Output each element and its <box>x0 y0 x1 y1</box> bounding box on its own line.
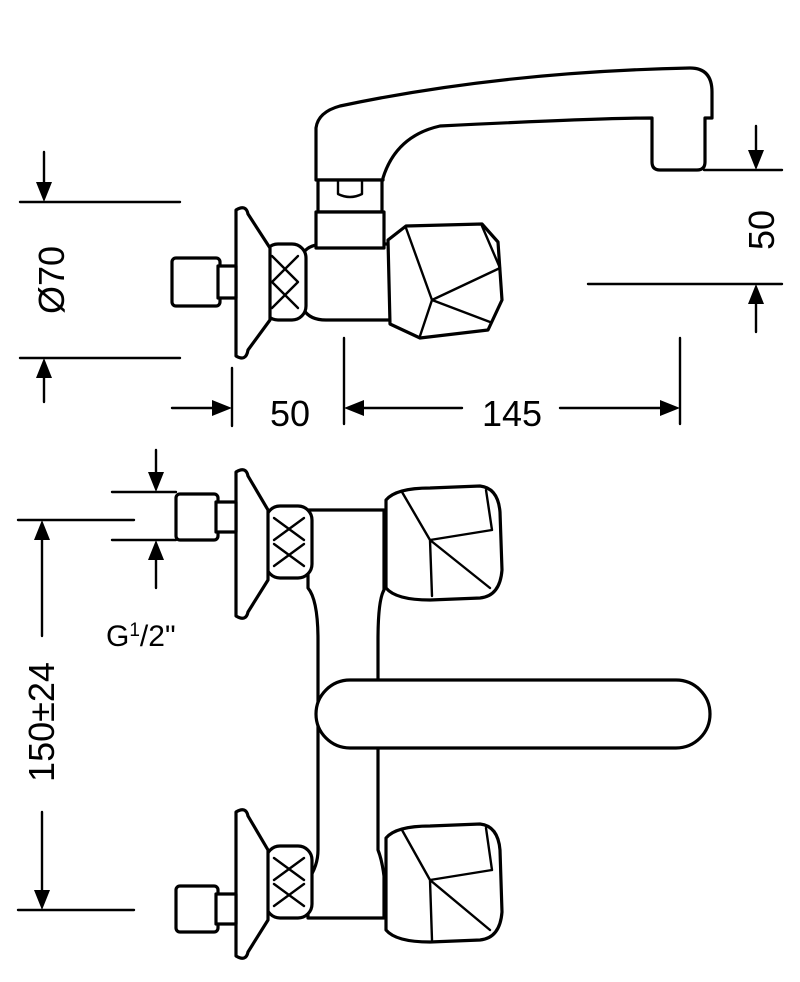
spout-reach-dimension: 145 <box>342 336 682 434</box>
side-view-body <box>302 242 394 322</box>
front-view-upper-nut-pattern <box>272 516 306 568</box>
front-view-upper-handle-facets <box>400 488 494 598</box>
center-distance-label: 150±24 <box>21 662 62 782</box>
front-view-upper-inlet-stem <box>214 500 238 534</box>
side-view-inlet-stem <box>216 264 238 300</box>
spout-reach-arrow-left <box>344 400 364 416</box>
center-distance-arrow-top <box>34 520 50 540</box>
wall-offset-label: 50 <box>270 393 310 434</box>
diameter-label: Ø70 <box>31 246 72 314</box>
thread-arrow-top <box>148 472 164 492</box>
front-view-lower-nut-pattern <box>272 856 306 908</box>
diameter-arrow-top <box>36 182 52 202</box>
front-view-upper-nut <box>264 504 314 580</box>
wall-offset-dimension: 50 <box>170 366 310 434</box>
diameter-dimension: Ø70 <box>18 150 182 404</box>
spout-height-label: 50 <box>741 210 782 250</box>
thread-arrow-bottom <box>148 540 164 560</box>
diameter-arrow-bottom <box>36 358 52 378</box>
wall-offset-arrow <box>212 400 232 416</box>
side-view-spout <box>314 66 714 182</box>
front-view-upper-inlet <box>174 492 220 542</box>
spout-reach-arrow-right <box>660 400 680 416</box>
spout-height-arrow-top <box>748 150 764 170</box>
front-view: G1/2" 150±24 <box>16 448 712 960</box>
front-view-lower-inlet <box>174 884 220 934</box>
side-view-nut-pattern <box>270 254 300 310</box>
center-distance-arrow-bottom <box>34 890 50 910</box>
side-view-handle-facets <box>404 224 502 338</box>
front-view-spout <box>314 678 712 750</box>
spout-height-arrow-bottom <box>748 284 764 304</box>
front-view-lower-flange <box>234 808 270 960</box>
side-view-inlet <box>170 256 222 308</box>
side-view-flange <box>234 206 272 360</box>
front-view-lower-handle-facets <box>400 826 494 942</box>
side-view-collar-notch <box>336 178 364 199</box>
thread-dimension: G1/2" <box>106 448 178 653</box>
thread-label: G1/2" <box>106 620 176 653</box>
front-view-lower-nut <box>264 844 314 920</box>
spout-reach-label: 145 <box>482 393 542 434</box>
spout-height-dimension: 50 <box>586 124 784 334</box>
side-view-handle <box>386 222 504 340</box>
front-view-upper-flange <box>234 468 270 620</box>
side-view-neck <box>314 210 386 250</box>
side-view: Ø70 50 145 50 <box>18 66 784 434</box>
center-distance-dimension: 150±24 <box>16 518 136 912</box>
front-view-lower-inlet-stem <box>214 892 238 926</box>
